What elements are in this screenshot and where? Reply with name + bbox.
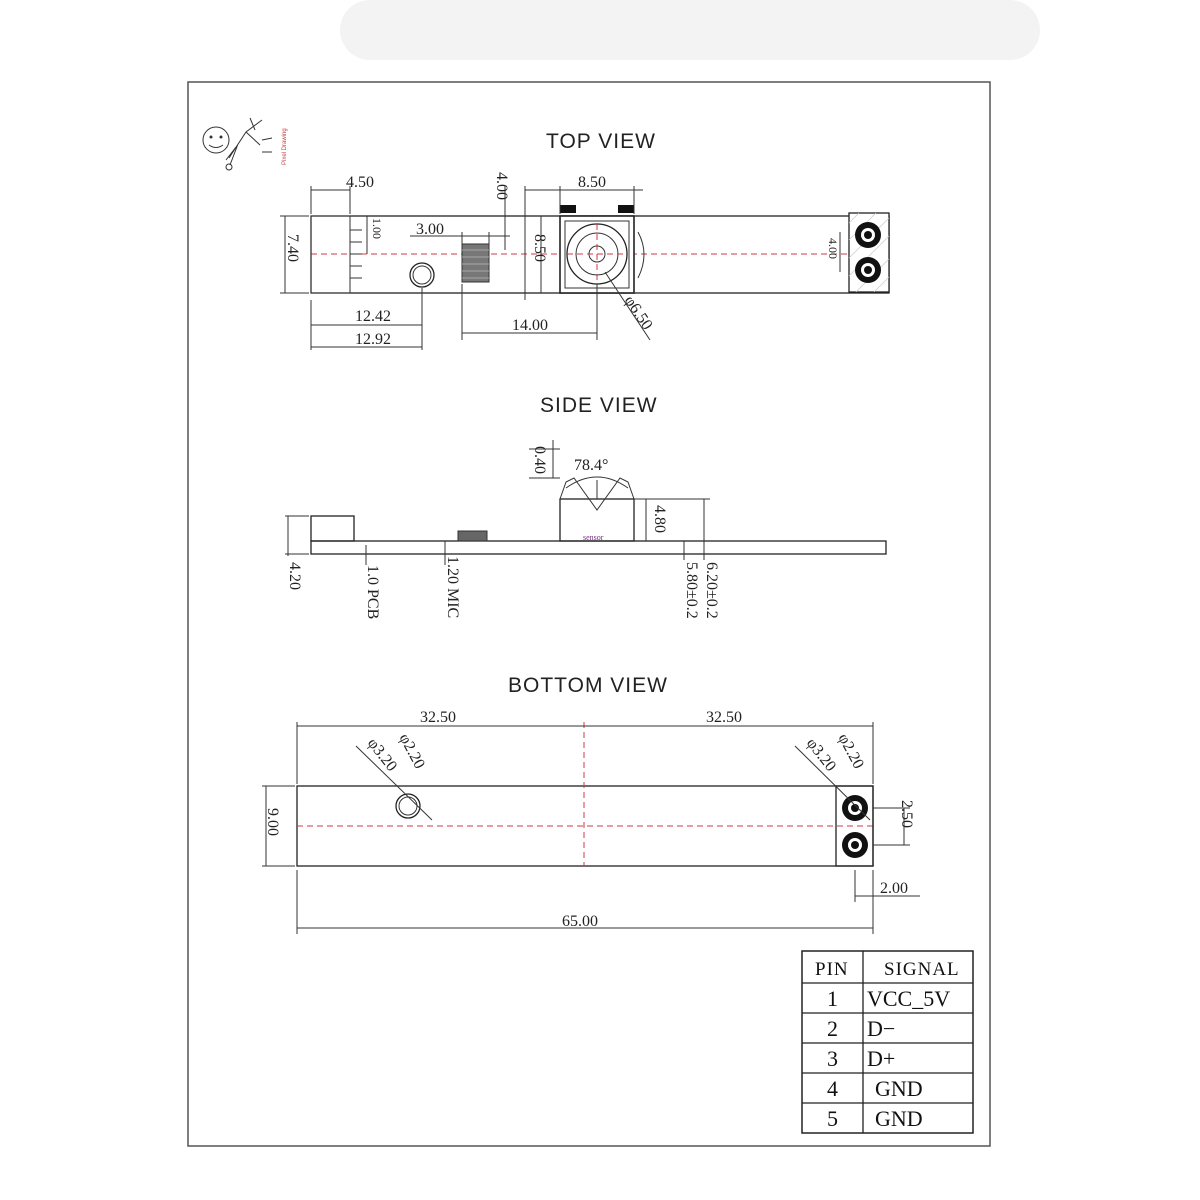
top-view: TOP VIEW bbox=[280, 130, 890, 350]
dim-32-50-left: 32.50 bbox=[420, 709, 456, 726]
side-view-title: SIDE VIEW bbox=[540, 394, 658, 417]
dim-0-40: 0.40 bbox=[531, 446, 548, 474]
signal-header: SIGNAL bbox=[884, 959, 960, 980]
side-connector bbox=[310, 515, 355, 542]
dim-4-50: 4.50 bbox=[346, 174, 374, 191]
dim-4-80: 4.80 bbox=[651, 505, 668, 533]
pin-1: 1 bbox=[827, 986, 838, 1011]
signal-4: GND bbox=[875, 1076, 923, 1101]
dim-mic: 1.20 MIC bbox=[444, 556, 461, 618]
bottom-pads bbox=[835, 785, 874, 867]
dim-14-00: 14.00 bbox=[512, 317, 548, 334]
dim-angle: 78.4° bbox=[574, 457, 608, 474]
dim-1-00: 1.00 bbox=[370, 218, 384, 239]
dim-4-00: 4.00 bbox=[493, 172, 510, 200]
dim-2-00: 2.00 bbox=[880, 880, 908, 897]
bottom-view-title: BOTTOM VIEW bbox=[508, 674, 668, 697]
dim-65-00: 65.00 bbox=[562, 913, 598, 930]
dim-32-50-right: 32.50 bbox=[706, 709, 742, 726]
signal-3: D+ bbox=[867, 1046, 895, 1071]
dim-8-50-side: 8.50 bbox=[531, 234, 548, 262]
logo: Pixel Drawing bbox=[202, 117, 288, 171]
dim-6-20: 6.20±0.2 bbox=[703, 562, 720, 619]
pin-table: PIN SIGNAL 1 VCC_5V 2 D− 3 D+ 4 GND 5 GN… bbox=[801, 950, 974, 1134]
signal-2: D− bbox=[867, 1016, 895, 1041]
dim-12-92: 12.92 bbox=[355, 331, 391, 348]
bottom-left-hole bbox=[395, 793, 421, 819]
dim-3-00: 3.00 bbox=[416, 221, 444, 238]
pin-5: 5 bbox=[827, 1106, 838, 1131]
signal-5: GND bbox=[875, 1106, 923, 1131]
pin-header: PIN bbox=[815, 959, 849, 980]
top-view-title: TOP VIEW bbox=[546, 130, 656, 153]
logo-text: Pixel Drawing bbox=[282, 128, 288, 165]
dim-4-20: 4.20 bbox=[286, 562, 303, 590]
pin-3: 3 bbox=[827, 1046, 838, 1071]
dim-pcb: 1.0 PCB bbox=[364, 565, 381, 619]
dim-8-50-top: 8.50 bbox=[578, 174, 606, 191]
dim-7-40: 7.40 bbox=[284, 234, 301, 262]
side-mic bbox=[458, 531, 487, 541]
dim-2-50: 2.50 bbox=[898, 800, 915, 828]
pin-4: 4 bbox=[827, 1076, 838, 1101]
dim-9-00: 9.00 bbox=[264, 808, 281, 836]
bottom-view: BOTTOM VIEW 32 bbox=[262, 674, 920, 934]
dim-4-00-right: 4.00 bbox=[826, 238, 840, 259]
signal-1: VCC_5V bbox=[867, 986, 950, 1011]
sensor-label: sensor bbox=[583, 533, 604, 542]
mic-hole bbox=[409, 262, 435, 288]
dim-12-42: 12.42 bbox=[355, 308, 391, 325]
pin-2: 2 bbox=[827, 1016, 838, 1041]
side-view: SIDE VIEW sensor 0.40 78.4° bbox=[285, 394, 887, 619]
dim-5-80: 5.80±0.2 bbox=[683, 562, 700, 619]
top-background-shape bbox=[340, 0, 1040, 60]
